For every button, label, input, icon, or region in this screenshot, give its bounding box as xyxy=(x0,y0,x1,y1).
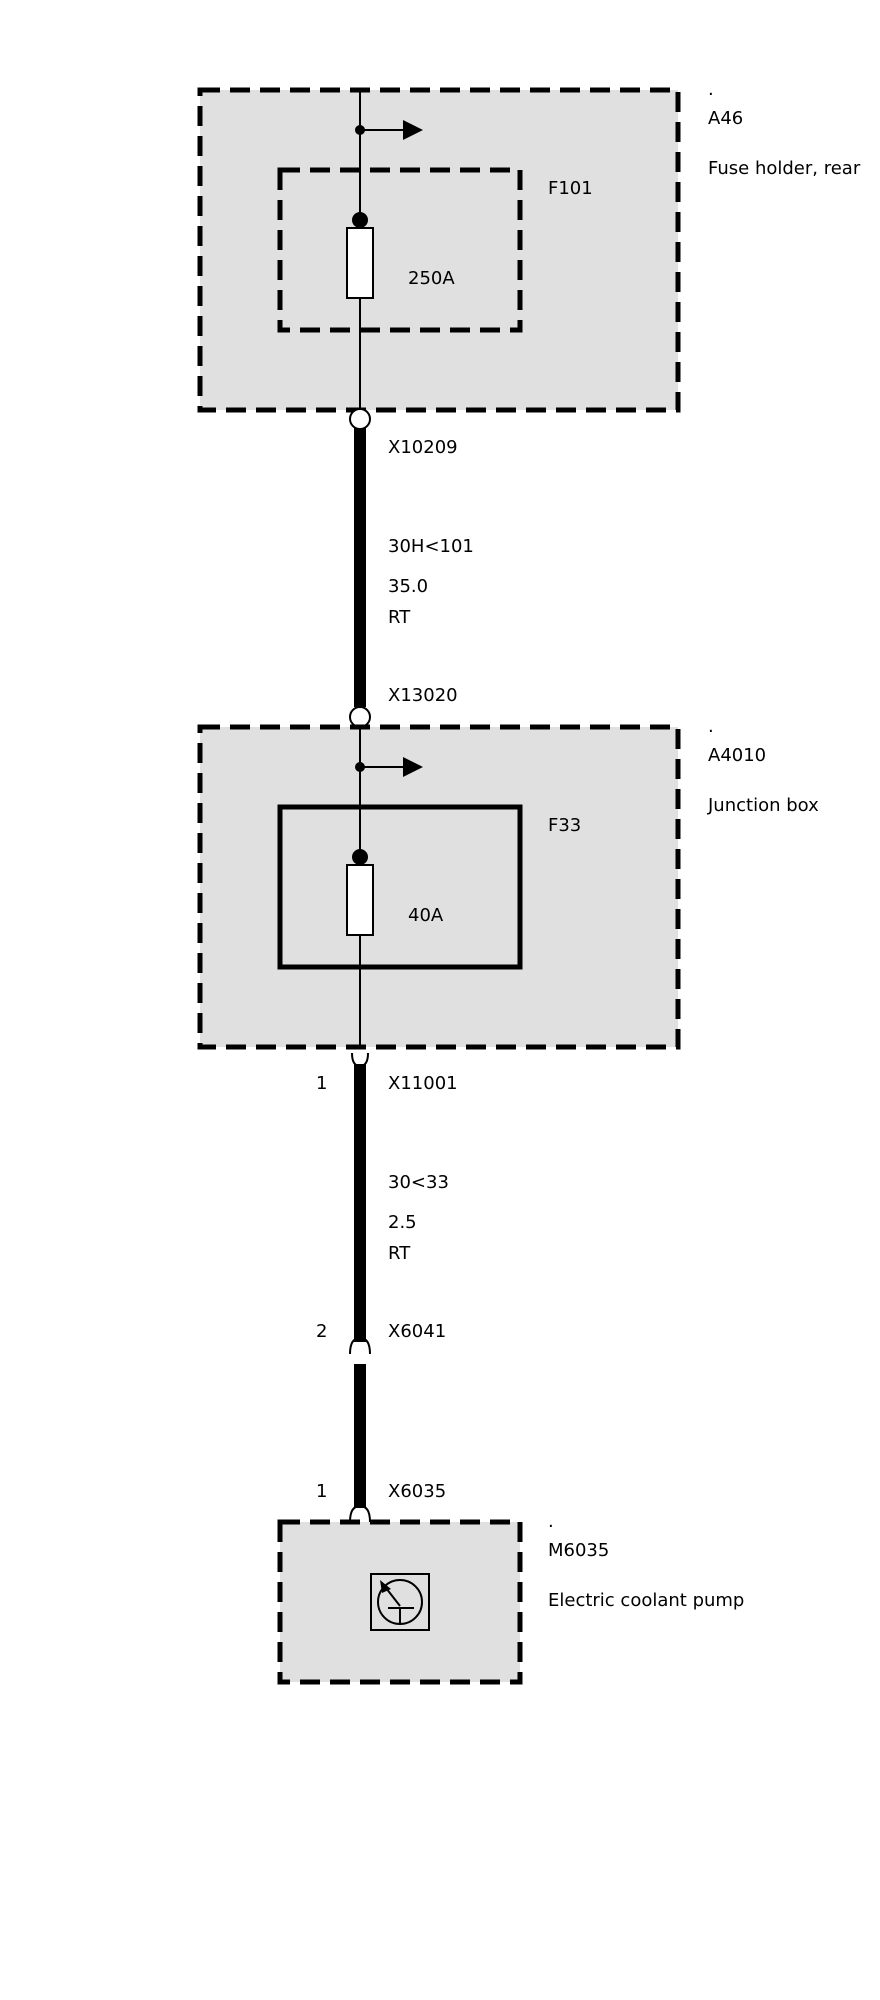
junction-box xyxy=(197,724,681,1050)
x6035-label: X6035 xyxy=(388,1481,446,1502)
wire2-color: RT xyxy=(388,1243,411,1264)
fuse-terminal-dot xyxy=(352,212,368,228)
a46-name: Fuse holder, rear xyxy=(708,158,861,179)
f33-rating: 40A xyxy=(408,905,444,926)
m6035-name: Electric coolant pump xyxy=(548,1590,744,1611)
fuse-holder-box xyxy=(197,87,681,413)
wire1-size: 35.0 xyxy=(388,576,428,597)
x6035-pin: 1 xyxy=(316,1481,327,1502)
x6041-label: X6041 xyxy=(388,1321,446,1342)
fuse-f101-icon xyxy=(346,227,374,299)
connector-x13020-icon xyxy=(349,706,371,728)
continuation-arrow-icon xyxy=(403,757,423,777)
fuse-f101-box xyxy=(277,167,523,333)
x11001-pin: 1 xyxy=(316,1073,327,1094)
component-a4010-junction-box xyxy=(197,724,681,1050)
a4010-id: A4010 xyxy=(708,745,766,766)
wire2-size: 2.5 xyxy=(388,1212,417,1233)
wire1-signal: 30H<101 xyxy=(388,536,474,557)
fuse-f33-icon xyxy=(346,864,374,936)
m6035-id: M6035 xyxy=(548,1540,609,1561)
f101-rating: 250A xyxy=(408,268,455,289)
f33-id: F33 xyxy=(548,815,581,836)
wire2-signal: 30<33 xyxy=(388,1172,449,1193)
pump-diag xyxy=(385,1587,401,1607)
component-m6035-coolant-pump xyxy=(277,1519,523,1685)
x6041-pin: 2 xyxy=(316,1321,327,1342)
fuse-terminal-dot xyxy=(352,849,368,865)
x13020-label: X13020 xyxy=(388,685,458,706)
component-a46-fuse-holder xyxy=(197,87,681,413)
f101-id: F101 xyxy=(548,178,593,199)
a46-id: A46 xyxy=(708,108,743,129)
m6035-dot: . xyxy=(548,1511,554,1532)
a4010-dot: . xyxy=(708,716,714,737)
pump-arrow-icon xyxy=(380,1580,391,1593)
a4010-name: Junction box xyxy=(707,795,819,816)
connector-x6035-icon xyxy=(349,1504,371,1523)
a46-dot: . xyxy=(708,79,714,100)
connector-x6041-icon xyxy=(349,1336,371,1355)
x10209-label: X10209 xyxy=(388,437,458,458)
connector-x10209-icon xyxy=(349,408,371,430)
continuation-arrow-icon xyxy=(403,120,423,140)
x11001-label: X11001 xyxy=(388,1073,458,1094)
fuse-f33-box xyxy=(277,804,523,970)
wire1-color: RT xyxy=(388,607,411,628)
